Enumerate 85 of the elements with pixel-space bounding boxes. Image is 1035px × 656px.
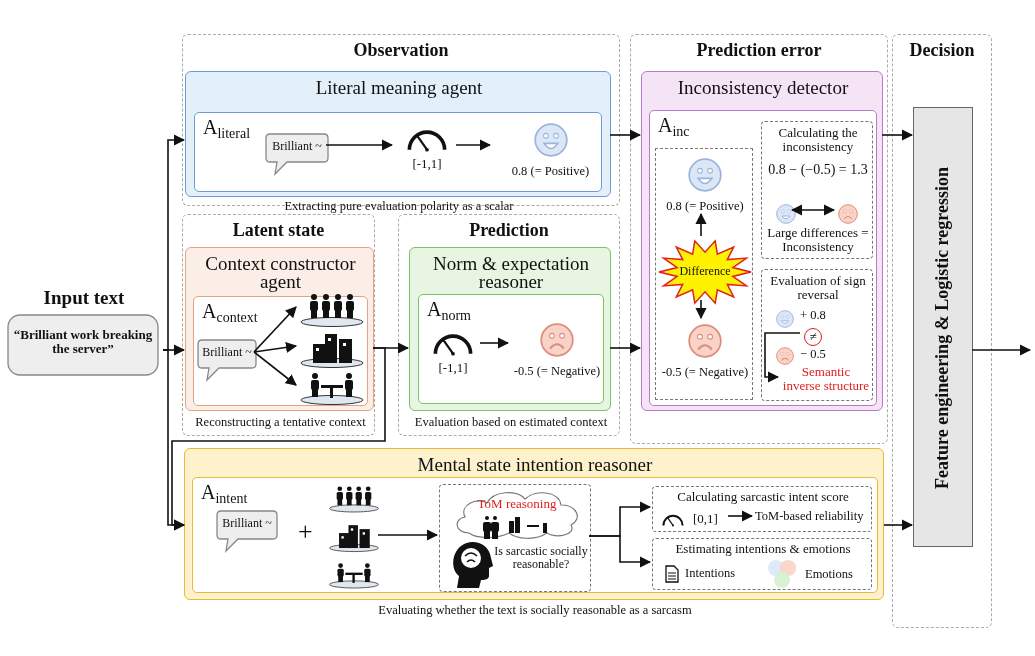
not-equal-sign: ≠	[804, 328, 822, 346]
arrow	[881, 129, 914, 141]
bubble-text: Brilliant ~	[271, 140, 323, 154]
agent-symbol: A$_{intent}$	[201, 481, 248, 506]
section-title: Prediction	[468, 221, 550, 241]
frame-text: Calculating the inconsistency	[777, 126, 859, 155]
arrow	[377, 529, 439, 541]
agent-panel	[641, 71, 883, 411]
dashed-section	[630, 34, 888, 444]
decision-bar	[913, 107, 973, 547]
dashed-frame	[761, 121, 873, 259]
section-title: Prediction error	[695, 41, 823, 61]
score-label: -0.5 (= Negative)	[660, 366, 750, 380]
dashed-frame	[655, 148, 753, 400]
value-label: ToM-based reliability	[755, 510, 865, 524]
bubble-text: Brilliant ~	[221, 517, 273, 531]
agent-symbol: A$_{inc}$	[658, 114, 690, 139]
bubble-text: Brilliant ~	[201, 346, 253, 360]
dashed-frame	[652, 486, 872, 532]
section-title: Observation	[352, 41, 450, 61]
arrow	[695, 299, 707, 320]
input-quote: “Brilliant work breaking the server”	[12, 328, 154, 357]
score-label: 0.8 (= Positive)	[665, 200, 745, 214]
frame-text: Calculating sarcastic intent score	[676, 490, 850, 505]
agent-symbol: A$_{context}$	[202, 300, 258, 325]
agent-frame	[192, 477, 878, 593]
panel-title: Mental state intention reasoner	[416, 456, 654, 475]
score-label: 0.8 (= Positive)	[510, 165, 591, 179]
value-label: + 0.8	[800, 309, 827, 323]
agent-symbol: A$_{norm}$	[427, 298, 471, 323]
panel-title: Literal meaning agent	[314, 79, 484, 98]
panel-title: Context constructor agent	[204, 255, 357, 292]
node-label: Evaluating whether the text is socially reasonable as a sarcasm	[377, 604, 693, 618]
arrow	[609, 129, 642, 141]
item-label: Intentions	[685, 567, 735, 581]
arrow	[253, 306, 297, 353]
dashed-section	[182, 214, 375, 436]
arrow	[171, 347, 386, 531]
agent-frame	[418, 294, 604, 404]
agent-frame	[194, 112, 602, 192]
arrow	[764, 332, 801, 383]
section-title: Latent state	[231, 221, 326, 241]
result-label: Semantic inverse structure	[782, 365, 870, 394]
range-label: [-1,1]	[437, 361, 469, 376]
frame-text: Large differences = Inconsistency	[766, 226, 870, 255]
frame-text: Estimating intentions & emotions	[674, 542, 852, 557]
dashed-section	[398, 214, 620, 436]
dashed-frame	[439, 484, 591, 592]
range-label: [0,1]	[693, 512, 718, 527]
node-label: Reconstructing a tentative context	[194, 416, 367, 430]
agent-frame	[649, 110, 877, 406]
heading: Input text	[42, 288, 126, 309]
node-label: Evaluation based on estimated context	[413, 416, 609, 430]
arrow	[253, 341, 298, 353]
panel-title: Inconsistency detector	[676, 79, 850, 98]
dashed-frame	[652, 538, 872, 590]
item-label: Emotions	[805, 568, 853, 582]
frame-text: Is sarcastic socially reasonable?	[493, 545, 589, 572]
frame-text: Evaluation of sign reversal	[769, 274, 867, 303]
arrow	[883, 519, 914, 531]
node-label: Extracting pure evaluation polarity as a scalar	[283, 200, 515, 214]
plus-sign: +	[298, 518, 313, 547]
agent-frame	[193, 296, 368, 406]
arrow	[971, 344, 1032, 356]
arrow	[479, 337, 510, 349]
arrow	[455, 139, 492, 151]
arrow	[588, 535, 652, 568]
difference-label: Difference	[678, 265, 732, 279]
section-title: Decision	[908, 41, 976, 61]
bar-label: Feature engineering & Logistic regression	[933, 166, 953, 491]
arrow	[325, 139, 394, 151]
cloud-title: ToM reasoning	[476, 497, 558, 512]
score-label: -0.5 (= Negative)	[512, 365, 602, 379]
panel-title: Norm & expectation reasoner	[431, 255, 591, 292]
double-arrow	[790, 204, 836, 216]
range-label: [-1,1]	[411, 157, 443, 172]
arrow	[253, 351, 297, 386]
frame-text: 0.8 − (−0.5) = 1.3	[767, 162, 869, 178]
agent-symbol: A$_{literal}$	[203, 116, 251, 141]
arrow	[695, 212, 707, 237]
dashed-section	[892, 34, 992, 628]
arrow	[609, 342, 642, 354]
value-label: − 0.5	[800, 348, 827, 362]
dashed-frame	[761, 269, 873, 401]
arrow	[727, 510, 754, 522]
